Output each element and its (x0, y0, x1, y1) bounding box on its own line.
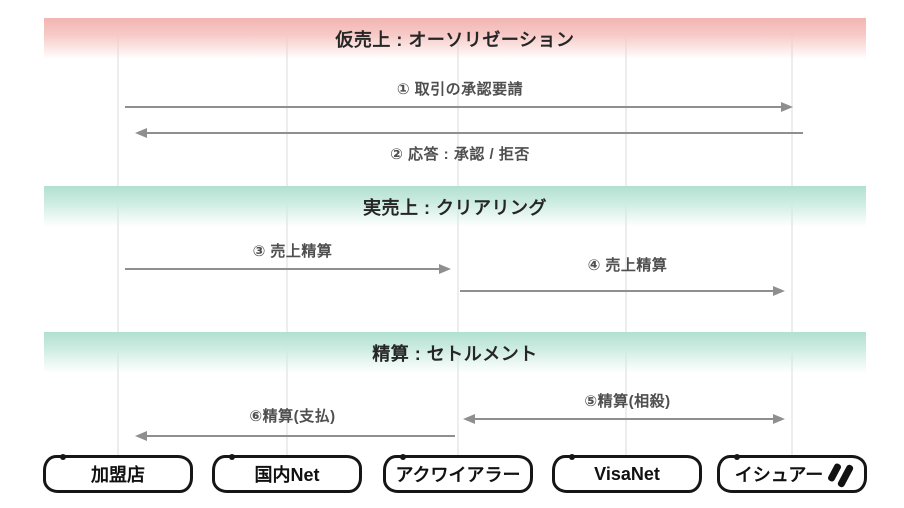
entity-acquirer: アクワイアラー (383, 454, 533, 493)
lifeline-merchant (117, 18, 119, 458)
entity-visanet-label: VisaNet (594, 463, 660, 484)
section-title-settlement: 精算 : セトルメント (372, 343, 538, 364)
message-label-6: ⑥精算(支払) (249, 408, 336, 425)
message-label-5: ⑤精算(相殺) (584, 393, 671, 410)
message-label-3: ③ 売上精算 (252, 243, 333, 260)
message-label-1: ① 取引の承認要請 (396, 81, 524, 98)
section-band-settlement: 精算 : セトルメント (44, 332, 866, 373)
lifeline-visanet (625, 18, 627, 458)
entity-domestic-net-label: 国内Net (254, 465, 320, 485)
section-band-authorization: 仮売上 : オーソリゼーション (44, 18, 866, 59)
entity-merchant-label: 加盟店 (91, 465, 145, 485)
section-title-clearing: 実売上 : クリアリング (363, 197, 547, 218)
entity-domestic-net: 国内Net (212, 454, 362, 493)
section-band-clearing: 実売上 : クリアリング (44, 186, 866, 227)
double-slash-icon (827, 461, 855, 488)
entity-issuer: イシュアー (717, 454, 867, 493)
entity-issuer-label: イシュアー (734, 465, 824, 485)
lifeline-domestic-net (286, 18, 288, 458)
entity-acquirer-label: アクワイアラー (395, 465, 521, 485)
lifeline-issuer (791, 18, 793, 458)
lifeline-acquirer (457, 18, 459, 458)
section-title-authorization: 仮売上 : オーソリゼーション (335, 29, 575, 50)
entity-visanet: VisaNet (552, 454, 702, 493)
message-label-2: ② 応答 : 承認 / 拒否 (390, 146, 530, 163)
message-label-4: ④ 売上精算 (587, 257, 668, 274)
entity-merchant: 加盟店 (43, 454, 193, 493)
